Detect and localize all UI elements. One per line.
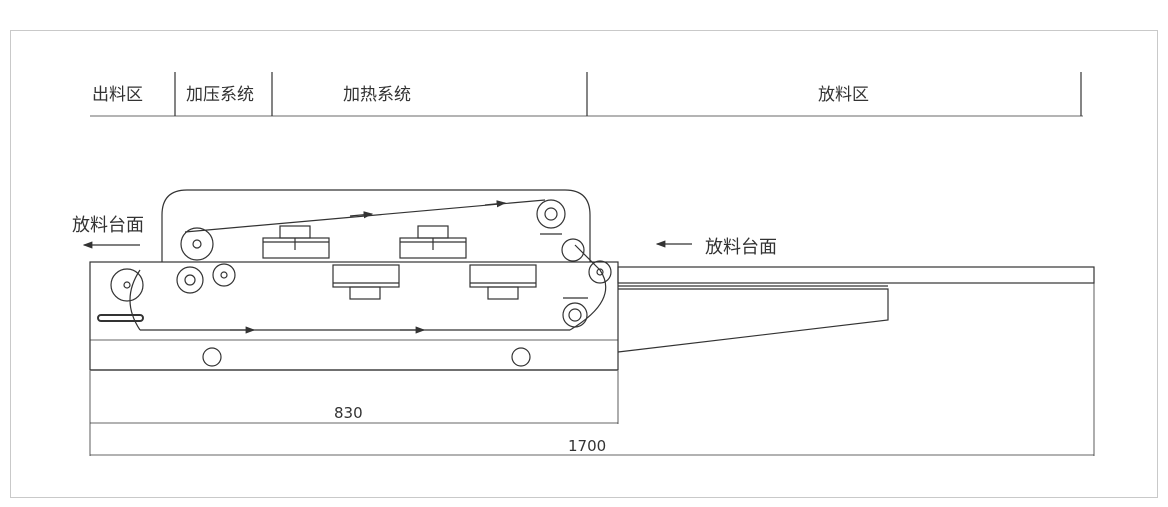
- belt-right-loop: [569, 244, 607, 331]
- roller: [562, 302, 588, 328]
- belt-arrow: [484, 200, 507, 208]
- zone-label-pressing: 加压系统: [186, 85, 254, 105]
- base-wheel: [202, 347, 222, 367]
- roller: [110, 268, 144, 302]
- machine-body: [89, 261, 619, 371]
- roller: [561, 238, 585, 262]
- callout-left-table: 放料台面: [72, 215, 144, 236]
- lower-heat-plate: [332, 264, 400, 300]
- roller-hub: [220, 271, 228, 279]
- top-hood: [161, 189, 591, 262]
- belt-arrow: [349, 211, 374, 219]
- roller: [180, 227, 214, 261]
- upper-heat-plate: [262, 225, 330, 259]
- callout-right-table: 放料台面: [705, 237, 777, 258]
- infeed-support-wedge: [617, 288, 889, 353]
- upper-heat-plate: [399, 225, 467, 259]
- tension-lever: [97, 314, 144, 322]
- roller-hub: [596, 268, 604, 276]
- zone-label-outfeed: 出料区: [92, 85, 143, 105]
- drawing-frame: [10, 30, 1158, 498]
- base-wheel: [511, 347, 531, 367]
- zone-label-heating: 加热系统: [343, 85, 411, 105]
- dimension-830-label: 830: [334, 404, 363, 422]
- belt-left-loop: [129, 269, 141, 331]
- roller-hub: [192, 239, 202, 249]
- roller: [212, 263, 236, 287]
- roller-hub: [568, 308, 582, 322]
- roller-hub: [123, 281, 131, 289]
- infeed-table: [617, 266, 1095, 284]
- lower-heat-plate: [469, 264, 537, 300]
- roller-hub: [184, 274, 196, 286]
- roller-hub: [544, 207, 558, 221]
- roller: [536, 199, 566, 229]
- zone-label-infeed: 放料区: [818, 85, 869, 105]
- roller: [176, 266, 204, 294]
- roller: [588, 260, 612, 284]
- dimension-1700-label: 1700: [568, 437, 607, 455]
